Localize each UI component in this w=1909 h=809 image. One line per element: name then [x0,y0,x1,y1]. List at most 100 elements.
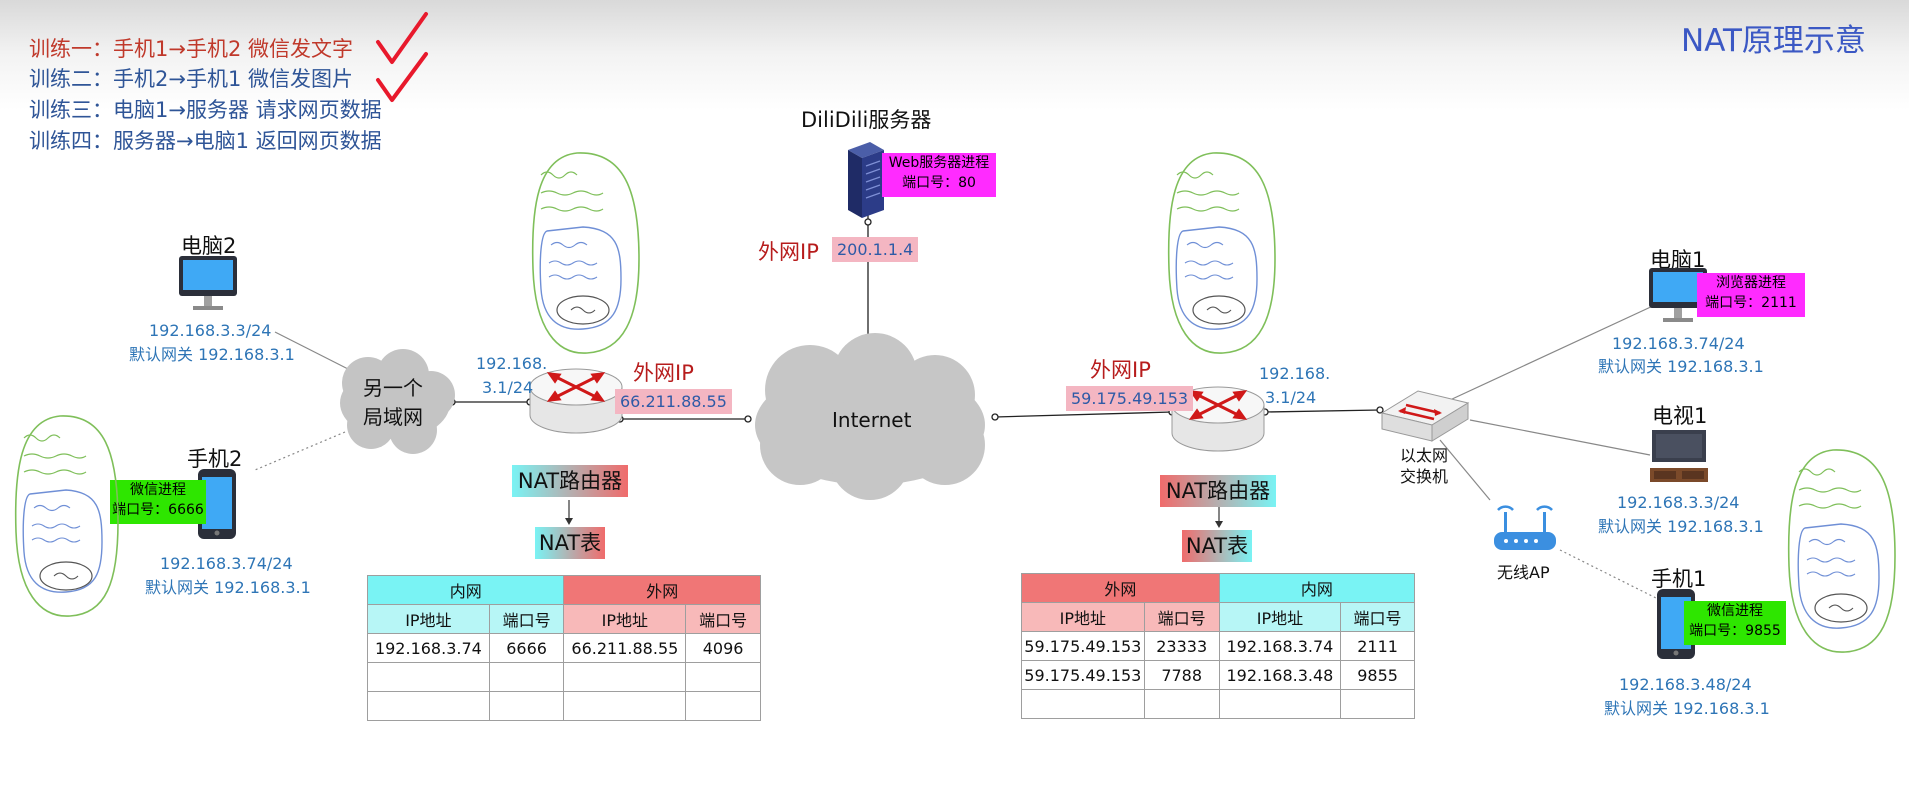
left-table-group-inner: 内网 [366,575,565,605]
task-2: 训练二：手机2→手机1 微信发图片 [29,67,353,91]
table-cell [1021,689,1145,719]
router-icon [529,368,623,434]
check-icon [376,12,428,64]
right-router-lan-ip: 192.168. 3.1/24 [1259,362,1330,410]
table-cell [563,662,687,692]
table-cell [1218,689,1342,719]
phone1-process-name: 微信进程 [1707,603,1763,619]
table-row: 59.175.49.153 23333 192.168.3.74 2111 [1021,631,1415,661]
pc1-process-port: 端口号：2111 [1705,295,1797,311]
phone1-gateway: 默认网关 192.168.3.1 [1604,699,1770,718]
phone2-process-name: 微信进程 [130,482,186,498]
packet-sketch [1167,152,1276,354]
table-cell [488,691,565,721]
switch-label-line2: 交换机 [1400,467,1449,486]
pc1-process-name: 浏览器进程 [1716,275,1786,291]
pc2-ip: 192.168.3.3/24 [149,321,272,340]
phone2-gateway: 默认网关 192.168.3.1 [145,578,311,597]
left-router-wan-ip: 66.211.88.55 [615,389,732,414]
table-cell [1143,689,1220,719]
table-cell [367,691,490,721]
cloud-icon [755,333,985,500]
switch-label-line1: 以太网 [1400,446,1449,465]
task-1: 训练一：手机1→手机2 微信发文字 [29,37,353,61]
right-router-lan-ip-line1: 192.168. [1259,364,1331,383]
table-cell: 66.211.88.55 [563,633,687,663]
pc1-gateway: 默认网关 192.168.3.1 [1598,357,1764,376]
web-process-name: Web服务器进程 [888,155,990,171]
table-row: 192.168.3.74 6666 66.211.88.55 4096 [367,633,761,663]
left-router-lan-ip-line1: 192.168. [476,354,548,373]
link-switch-pc1 [1449,304,1656,401]
check-icon [376,52,428,102]
web-process-port: 端口号：80 [902,175,976,191]
right-router-wan-label: 外网IP [1090,358,1151,382]
left-table-group-outer: 外网 [563,575,761,605]
link-switch-tv1 [1469,419,1651,456]
task-3: 训练三：电脑1→服务器 请求网页数据 [29,98,382,122]
link-internet-router-right [994,411,1173,418]
page-title: NAT原理示意 [1681,23,1866,59]
table-cell [367,662,490,692]
right-router-lan-ip-line2: 3.1/24 [1265,388,1317,407]
phone1-process-tag: 微信进程 端口号：9855 [1684,601,1786,645]
table-cell: 192.168.3.74 [1218,631,1342,661]
table-cell: 59.175.49.153 [1021,631,1145,661]
table-row: 59.175.49.153 7788 192.168.3.48 9855 [1021,660,1415,690]
server-icon [848,142,884,218]
computer-icon [1649,268,1707,322]
wireless-link-phone1 [1559,549,1661,601]
wireless-link-phone2 [254,431,346,471]
pc2-gateway: 默认网关 192.168.3.1 [129,345,295,364]
right-nat-table-label: NAT表 [1182,530,1252,562]
table-cell [563,691,687,721]
right-router-wan-ip: 59.175.49.153 [1066,386,1194,411]
left-nat-router-label: NAT路由器 [512,465,628,497]
pc1-process-tag: 浏览器进程 端口号：2111 [1697,273,1805,317]
router-icon [1171,386,1265,452]
table-row [1021,689,1415,719]
web-process-tag: Web服务器进程 端口号：80 [882,153,996,197]
server-wan-label: 外网IP [758,240,819,264]
table-cell: 7788 [1143,660,1220,690]
switch-label: 以太网 交换机 [1400,445,1448,487]
table-cell: 4096 [685,633,761,663]
right-table-col-ip: IP地址 [1021,602,1145,632]
tv1-gateway: 默认网关 192.168.3.1 [1598,517,1764,536]
left-nat-table: 内网 外网 IP地址 端口号 IP地址 端口号 192.168.3.74 666… [366,575,761,721]
table-cell [488,662,565,692]
table-row [367,691,761,721]
phone2-ip: 192.168.3.74/24 [160,554,293,573]
internet-label: Internet [832,408,912,432]
phone2-process-tag: 微信进程 端口号：6666 [110,480,206,524]
right-table-col-ip: IP地址 [1218,602,1342,632]
link-router-switch [1264,409,1381,413]
left-table-col-ip: IP地址 [367,604,490,634]
table-row [367,662,761,692]
packet-sketch [531,152,640,354]
packet-sketch [1787,449,1896,653]
computer-icon [179,256,237,310]
pc2-name: 电脑2 [181,234,237,258]
table-cell: 23333 [1143,631,1220,661]
phone-icon [198,469,236,539]
table-cell: 192.168.3.74 [367,633,490,663]
left-router-lan-ip: 192.168. 3.1/24 [476,352,547,400]
tv-icon [1650,430,1708,482]
right-table-col-port: 端口号 [1340,602,1415,632]
lan-cloud-line1: 另一个 [363,376,423,400]
arrow-down-icon [565,500,573,525]
table-cell: 6666 [488,633,565,663]
left-router-lan-ip-line2: 3.1/24 [482,378,534,397]
right-table-group-outer: 外网 [1021,573,1220,603]
server-name: DiliDili服务器 [801,108,932,132]
left-table-col-port: 端口号 [488,604,565,634]
right-nat-router-label: NAT路由器 [1160,475,1276,507]
link-switch-ap [1439,439,1491,501]
table-cell [1340,689,1415,719]
packet-sketch [14,415,119,617]
phone2-process-port: 端口号：6666 [112,502,204,518]
table-cell: 192.168.3.48 [1218,660,1342,690]
arrow-down-icon [1215,507,1223,528]
